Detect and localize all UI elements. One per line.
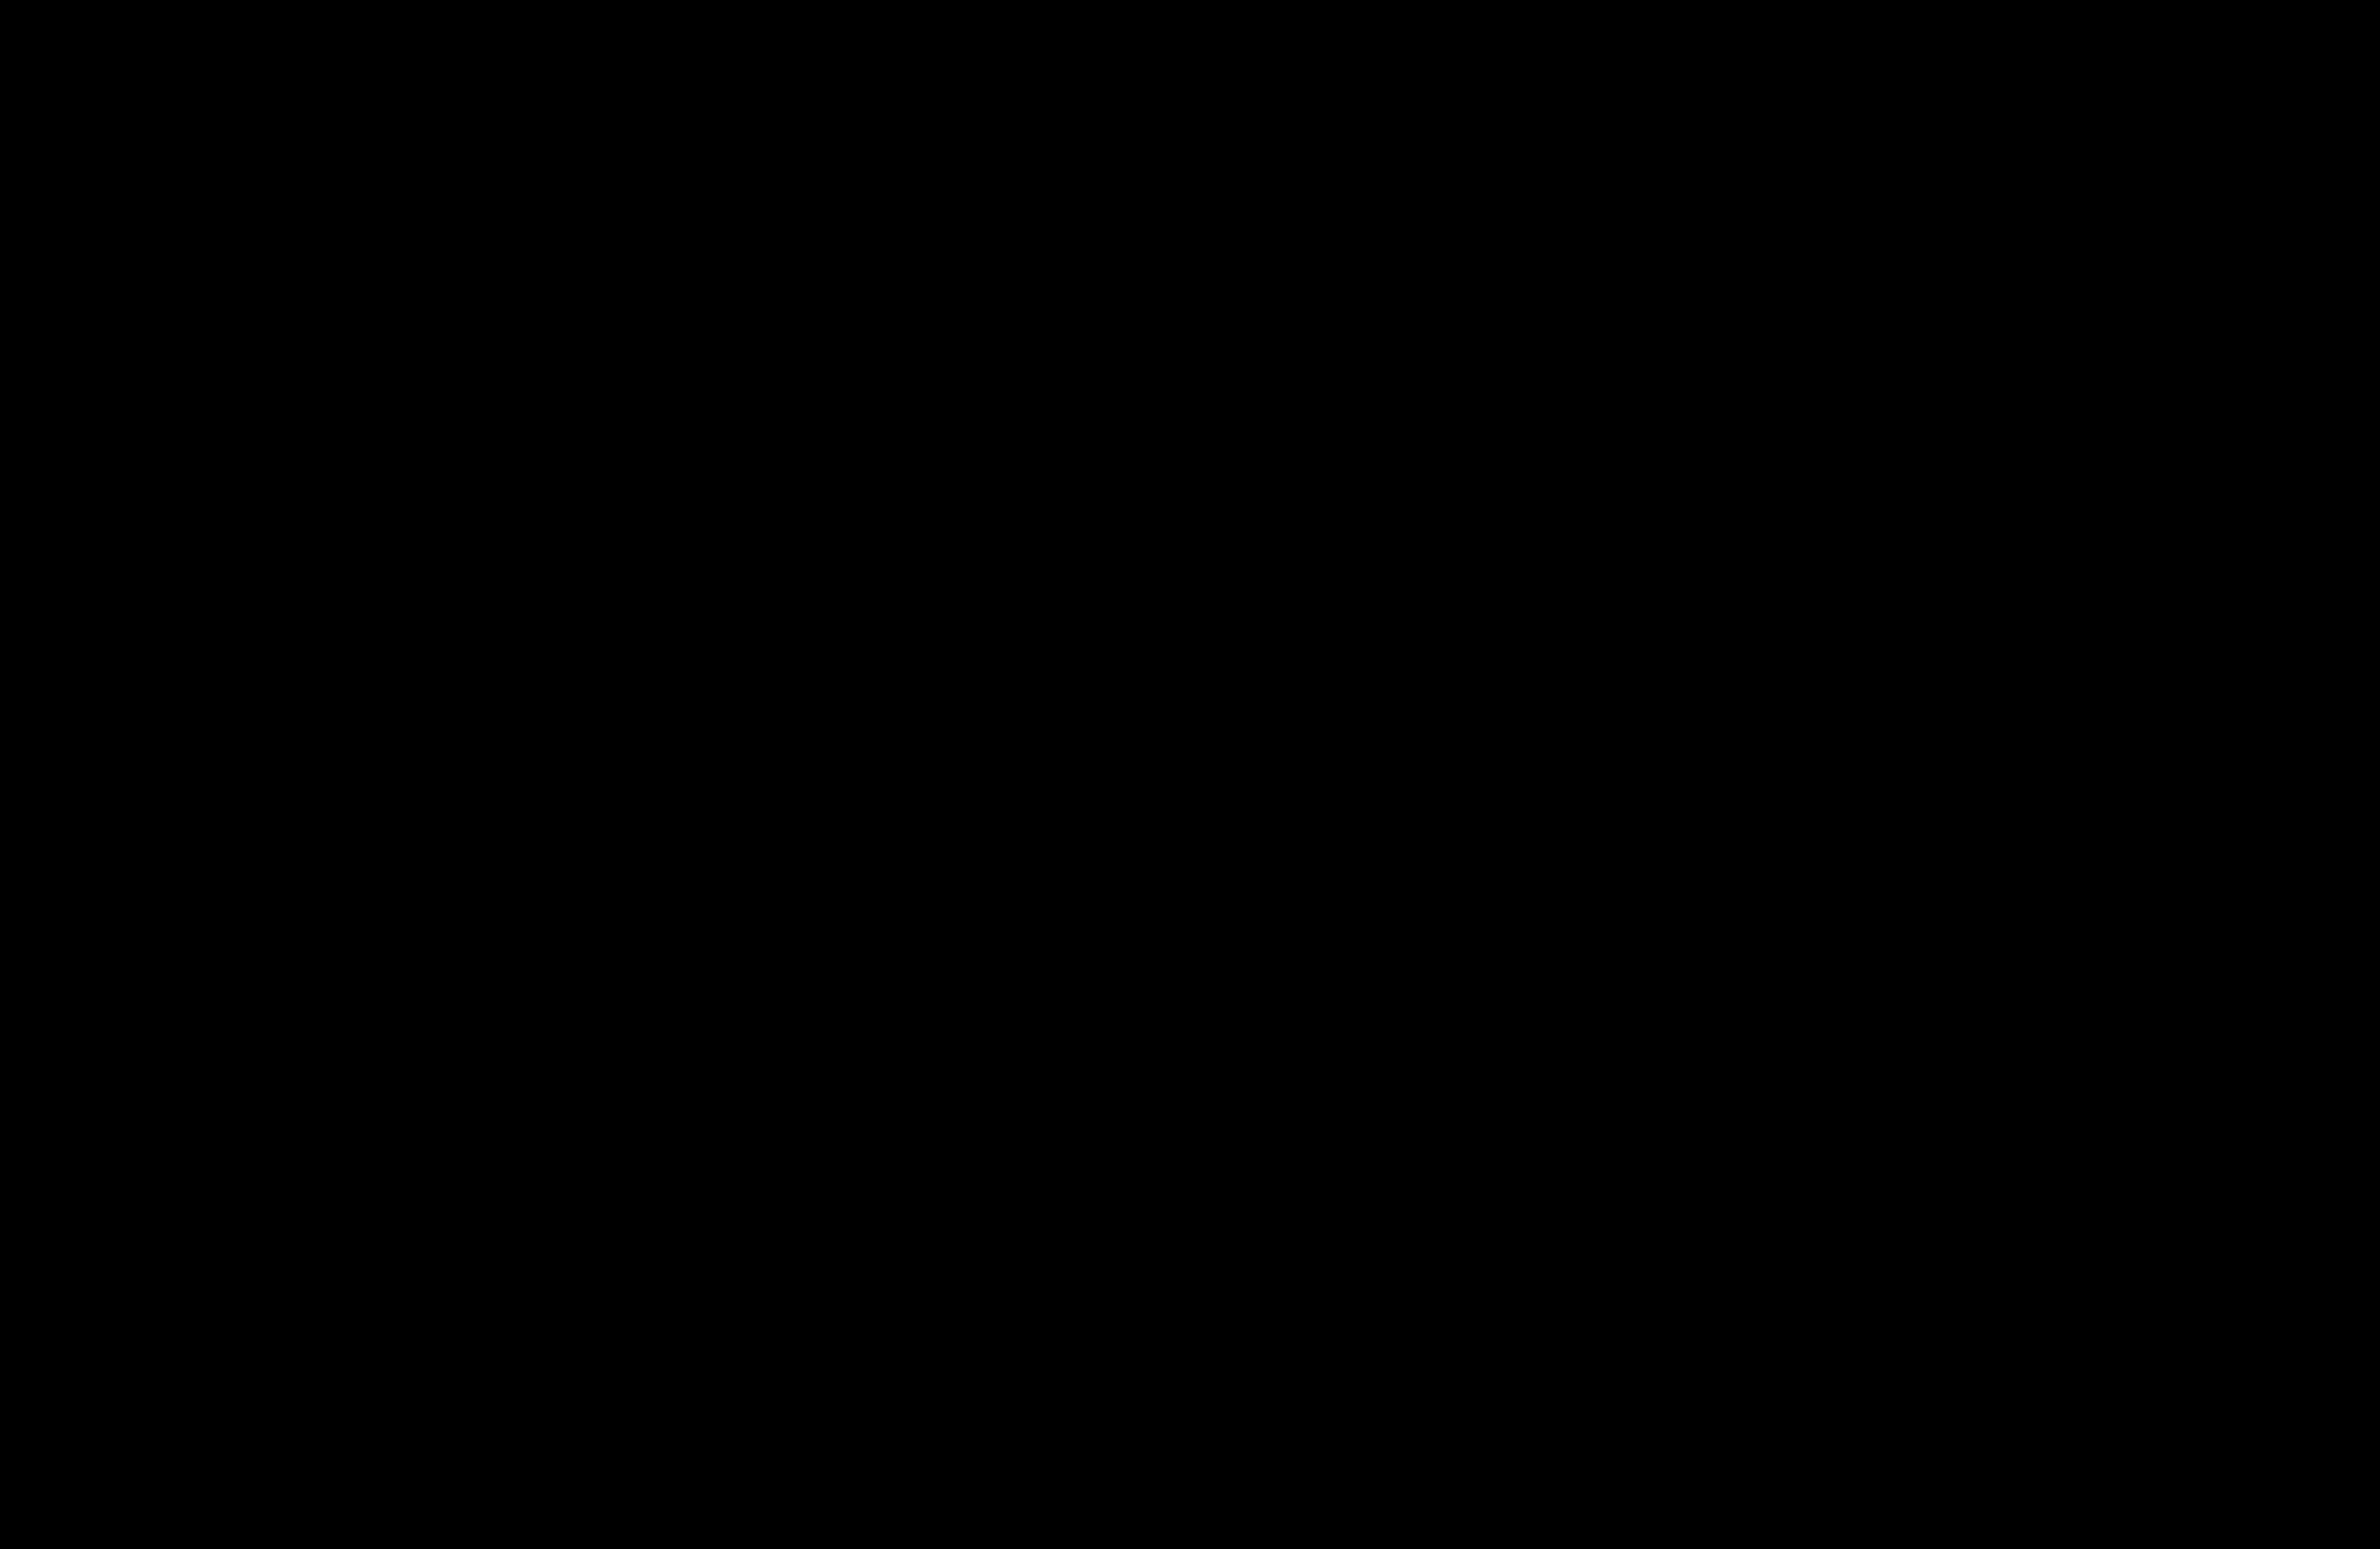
mri-scan-panel [895,262,1439,1293]
mri-sagittal-lumbosacral-spine [895,262,1439,1293]
